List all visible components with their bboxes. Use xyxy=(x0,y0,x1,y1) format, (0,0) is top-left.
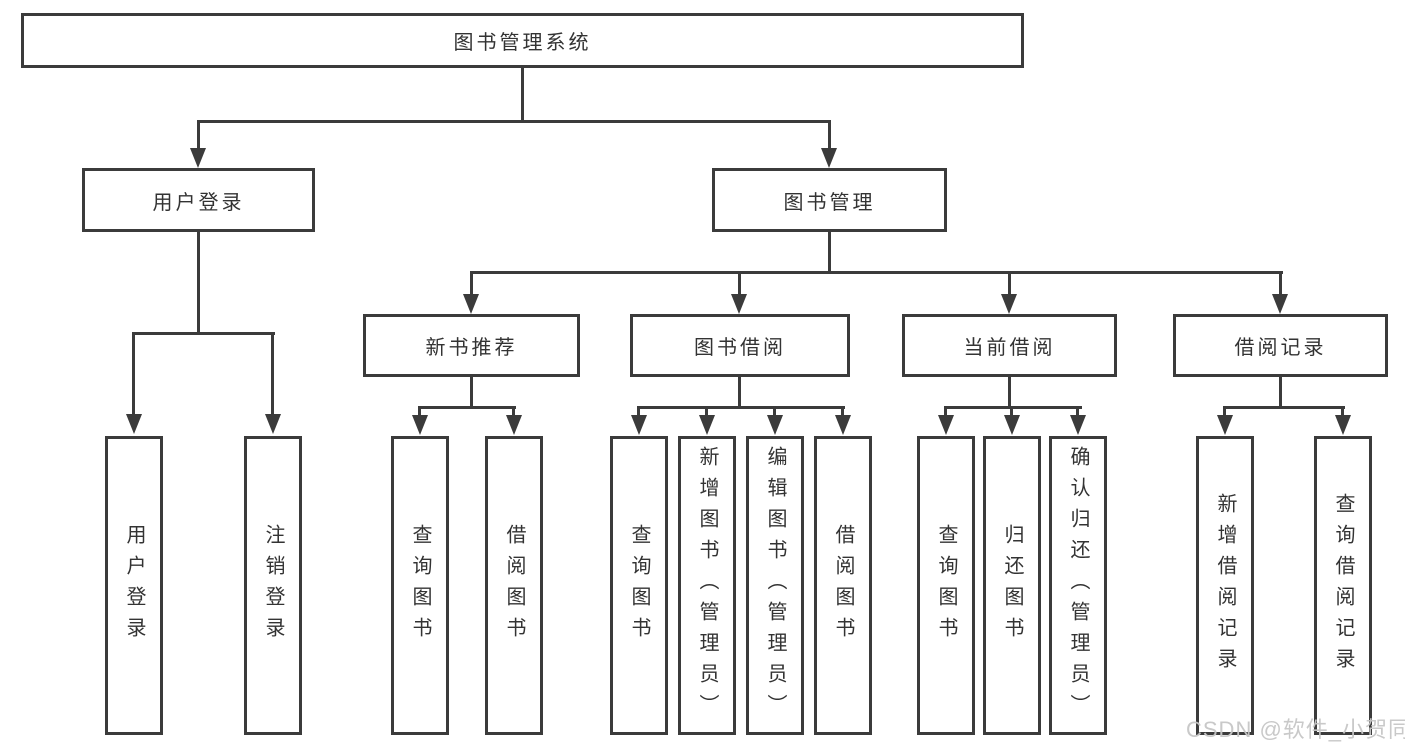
connector-vline xyxy=(1008,377,1011,409)
connector-vline xyxy=(470,271,473,297)
leaf-query-books: 查询图书 xyxy=(610,436,668,735)
node-label: 确认归还（管理员） xyxy=(1067,446,1089,725)
leaf-edit-books-admin: 编辑图书（管理员） xyxy=(746,436,804,735)
connector-vline xyxy=(132,332,135,414)
leaf-return-books: 归还图书 xyxy=(983,436,1041,735)
arrowhead-down xyxy=(1217,415,1233,435)
connector-hline xyxy=(944,406,1082,409)
connector-hline xyxy=(418,406,516,409)
leaf-add-borrow-record: 新增借阅记录 xyxy=(1196,436,1254,735)
connector-vline xyxy=(1223,406,1226,417)
connector-vline xyxy=(773,406,776,417)
arrowhead-down xyxy=(731,294,747,314)
arrowhead-down xyxy=(1335,415,1351,435)
node-label: 查询图书 xyxy=(628,523,650,648)
connector-vline xyxy=(828,120,831,152)
leaf-logout: 注销登录 xyxy=(244,436,302,735)
node-label: 用户登录 xyxy=(152,191,245,214)
arrowhead-down xyxy=(1004,415,1020,435)
node-label: 图书管理系统 xyxy=(453,32,592,54)
connector-vline xyxy=(512,406,515,417)
connector-vline xyxy=(944,406,947,417)
node-current-borrowing: 当前借阅 xyxy=(902,314,1117,377)
arrowhead-down xyxy=(631,415,647,435)
node-book-management: 图书管理 xyxy=(712,168,947,232)
node-label: 新增借阅记录 xyxy=(1214,492,1236,679)
leaf-user-login: 用户登录 xyxy=(105,436,163,735)
connector-hline xyxy=(637,406,845,409)
arrowhead-down xyxy=(1001,294,1017,314)
leaf-add-books-admin: 新增图书（管理员） xyxy=(678,436,736,735)
leaf-query-borrow-record: 查询借阅记录 xyxy=(1314,436,1372,735)
connector-hline xyxy=(132,332,275,335)
arrowhead-down xyxy=(463,294,479,314)
connector-vline xyxy=(637,406,640,417)
leaf-borrow-books: 借阅图书 xyxy=(814,436,872,735)
leaf-query-books: 查询图书 xyxy=(391,436,449,735)
connector-vline xyxy=(418,406,421,417)
connector-vline xyxy=(271,332,274,414)
arrowhead-down xyxy=(835,415,851,435)
arrowhead-down xyxy=(767,415,783,435)
connector-vline xyxy=(1279,271,1282,297)
connector-vline xyxy=(1008,271,1011,297)
connector-hline xyxy=(470,271,1283,274)
node-label: 新增图书（管理员） xyxy=(696,446,718,725)
connector-vline xyxy=(841,406,844,417)
node-label: 图书管理 xyxy=(783,191,876,214)
arrowhead-down xyxy=(506,415,522,435)
node-label: 当前借阅 xyxy=(963,337,1056,359)
connector-vline xyxy=(1279,377,1282,409)
node-book-borrowing: 图书借阅 xyxy=(630,314,850,377)
node-label: 用户登录 xyxy=(123,523,145,648)
connector-vline xyxy=(705,406,708,417)
connector-vline xyxy=(1076,406,1079,417)
connector-vline xyxy=(197,120,200,152)
connector-vline xyxy=(738,271,741,297)
connector-hline xyxy=(197,120,831,123)
connector-vline xyxy=(738,377,741,409)
leaf-query-books: 查询图书 xyxy=(917,436,975,735)
node-label: 借阅记录 xyxy=(1234,337,1327,359)
node-label: 新书推荐 xyxy=(425,337,518,359)
node-label: 借阅图书 xyxy=(832,523,854,648)
arrowhead-down xyxy=(821,148,837,168)
node-borrowing-records: 借阅记录 xyxy=(1173,314,1388,377)
node-label: 注销登录 xyxy=(262,523,284,648)
node-user-login: 用户登录 xyxy=(82,168,315,232)
node-label: 查询图书 xyxy=(935,523,957,648)
connector-vline xyxy=(828,232,831,274)
node-library-management-system: 图书管理系统 xyxy=(21,13,1024,68)
connector-vline xyxy=(197,232,200,335)
connector-vline xyxy=(470,377,473,409)
arrowhead-down xyxy=(699,415,715,435)
arrowhead-down xyxy=(265,414,281,434)
node-label: 查询借阅记录 xyxy=(1332,492,1354,679)
arrowhead-down xyxy=(1272,294,1288,314)
leaf-borrow-books: 借阅图书 xyxy=(485,436,543,735)
node-label: 图书借阅 xyxy=(694,337,786,359)
node-label: 归还图书 xyxy=(1001,523,1023,648)
connector-vline xyxy=(1010,406,1013,417)
node-label: 借阅图书 xyxy=(503,523,525,648)
arrowhead-down xyxy=(938,415,954,435)
node-label: 查询图书 xyxy=(409,523,431,648)
arrowhead-down xyxy=(190,148,206,168)
connector-vline xyxy=(521,66,524,122)
arrowhead-down xyxy=(412,415,428,435)
connector-vline xyxy=(1341,406,1344,417)
csdn-watermark: CSDN @软件_小贺同学 xyxy=(1186,717,1405,742)
arrowhead-down xyxy=(126,414,142,434)
arrowhead-down xyxy=(1070,415,1086,435)
leaf-confirm-return-admin: 确认归还（管理员） xyxy=(1049,436,1107,735)
connector-hline xyxy=(1223,406,1345,409)
node-label: 编辑图书（管理员） xyxy=(764,446,786,725)
node-new-book-recommend: 新书推荐 xyxy=(363,314,580,377)
